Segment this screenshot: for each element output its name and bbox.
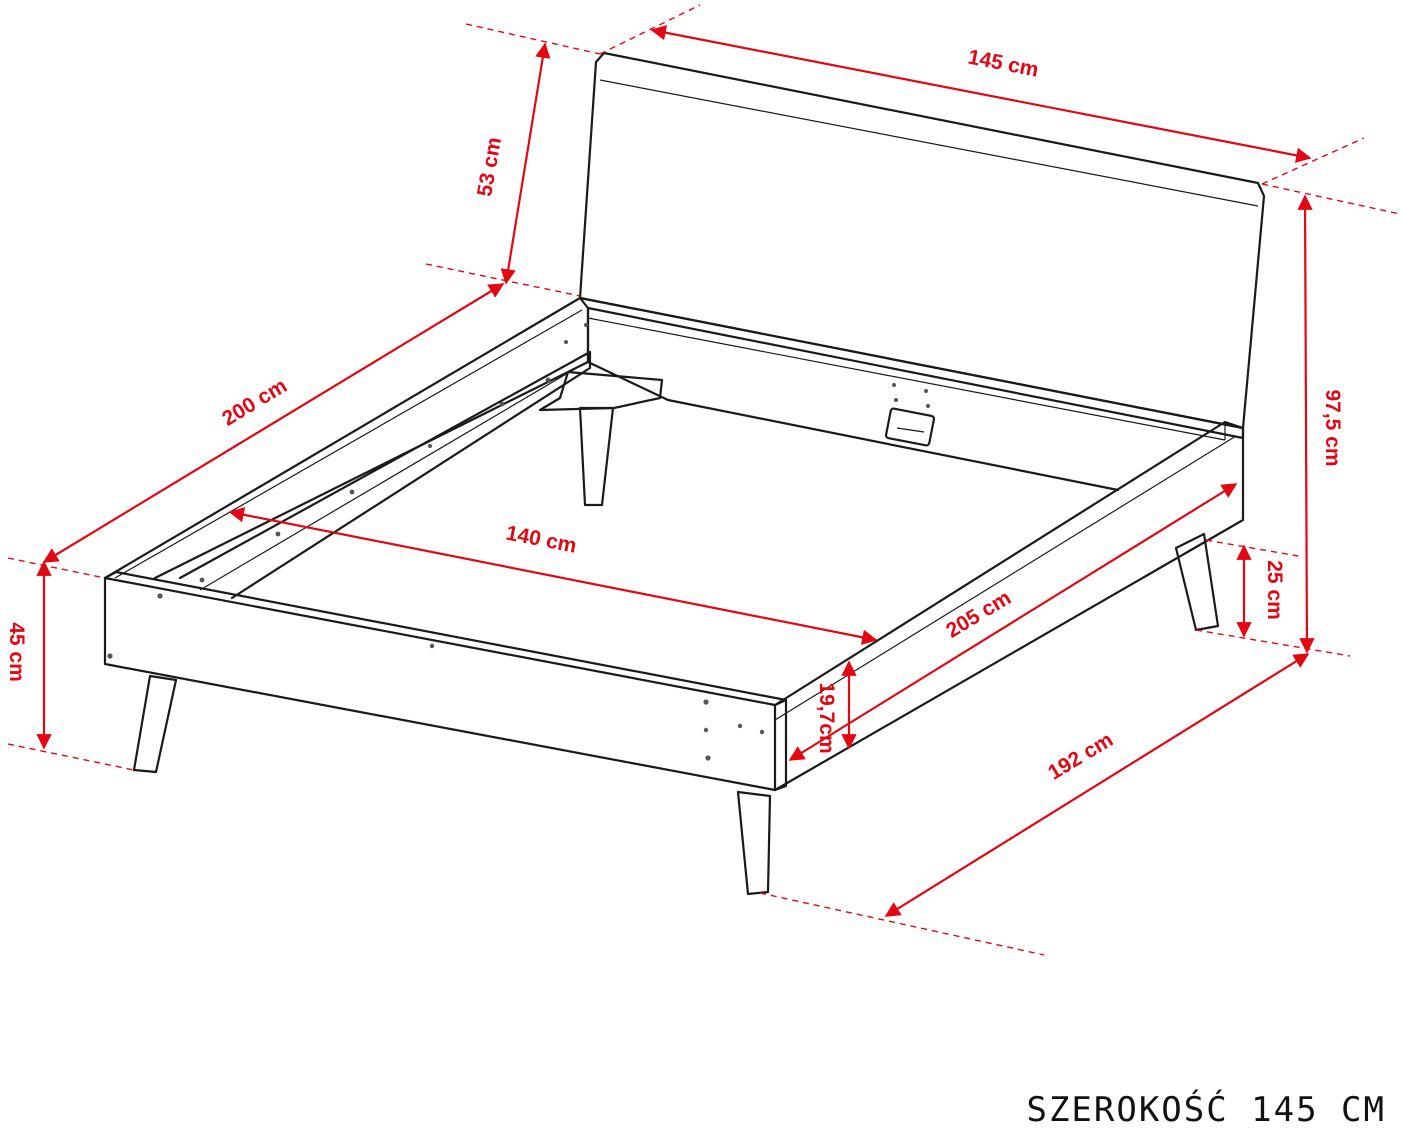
bed-drawing — [103, 51, 1266, 896]
label-total-height: 97,5 cm — [1321, 389, 1344, 466]
headboard-panel — [578, 51, 1266, 430]
front-right-leg — [736, 790, 772, 896]
label-footprint-length: 192 cm — [1044, 728, 1117, 784]
foot-board — [103, 576, 777, 792]
front-left-leg — [132, 674, 178, 774]
dimension-lines — [7, 4, 1401, 956]
label-headboard-height: 53 cm — [473, 136, 506, 199]
label-bed-height: 45 cm — [5, 622, 28, 682]
back-right-leg — [1174, 532, 1220, 632]
label-frame-length: 200 cm — [218, 374, 291, 430]
center-leg — [578, 406, 615, 507]
width-caption: SZEROKOŚĆ 145 CM — [1026, 1090, 1386, 1130]
label-side-rail-height: 19,7cm — [815, 682, 838, 753]
dimension-labels: 145 cm 53 cm 97,5 cm 200 cm 45 cm 140 cm… — [5, 46, 1344, 785]
label-headboard-width: 145 cm — [966, 46, 1040, 82]
label-leg-height: 25 cm — [1263, 560, 1286, 620]
label-inner-width: 140 cm — [504, 522, 578, 558]
back-rail — [578, 296, 1245, 440]
